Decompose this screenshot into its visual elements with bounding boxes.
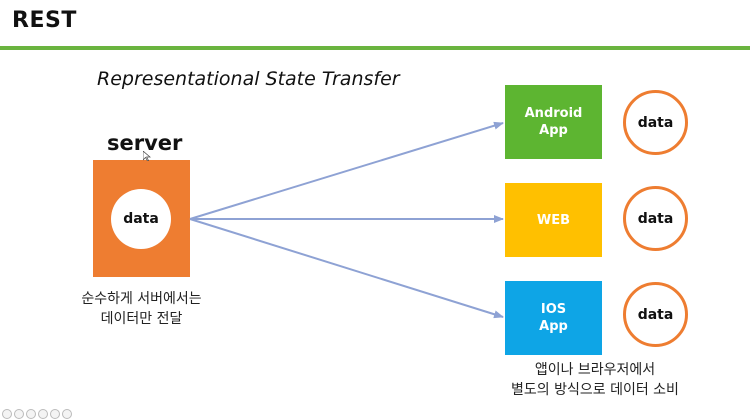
server-label: server <box>107 131 183 155</box>
toolbar-zoom-icon[interactable] <box>50 409 60 419</box>
arrow-to-ios <box>189 218 504 319</box>
slide-subtitle: Representational State Transfer <box>97 68 400 90</box>
presentation-toolbar[interactable] <box>2 409 72 419</box>
clients-caption-line2: 별도의 방식으로 데이터 소비 <box>511 382 679 398</box>
server-caption-line2: 데이터만 전달 <box>100 311 183 327</box>
arrow-to-android <box>189 121 504 220</box>
client-data-circle-web: data <box>623 186 688 251</box>
toolbar-slides-icon[interactable] <box>38 409 48 419</box>
clients-caption: 앱이나 브라우저에서 별도의 방식으로 데이터 소비 <box>480 360 710 400</box>
client-data-circle-ios: data <box>623 282 688 347</box>
toolbar-next-icon[interactable] <box>14 409 24 419</box>
clients-caption-line1: 앱이나 브라우저에서 <box>534 362 656 378</box>
server-caption: 순수하게 서버에서는 데이터만 전달 <box>64 289 219 329</box>
toolbar-pen-icon[interactable] <box>26 409 36 419</box>
slide-title: REST <box>12 8 77 33</box>
client-box-web: WEB <box>505 183 602 257</box>
client-box-ios: IOS App <box>505 281 602 355</box>
server-data-circle: data <box>111 189 171 249</box>
client-data-circle-android: data <box>623 90 688 155</box>
title-underline <box>0 46 750 50</box>
toolbar-prev-icon[interactable] <box>2 409 12 419</box>
mouse-cursor-icon <box>143 151 151 161</box>
client-box-android: Android App <box>505 85 602 159</box>
server-caption-line1: 순수하게 서버에서는 <box>81 291 202 307</box>
toolbar-more-icon[interactable] <box>62 409 72 419</box>
